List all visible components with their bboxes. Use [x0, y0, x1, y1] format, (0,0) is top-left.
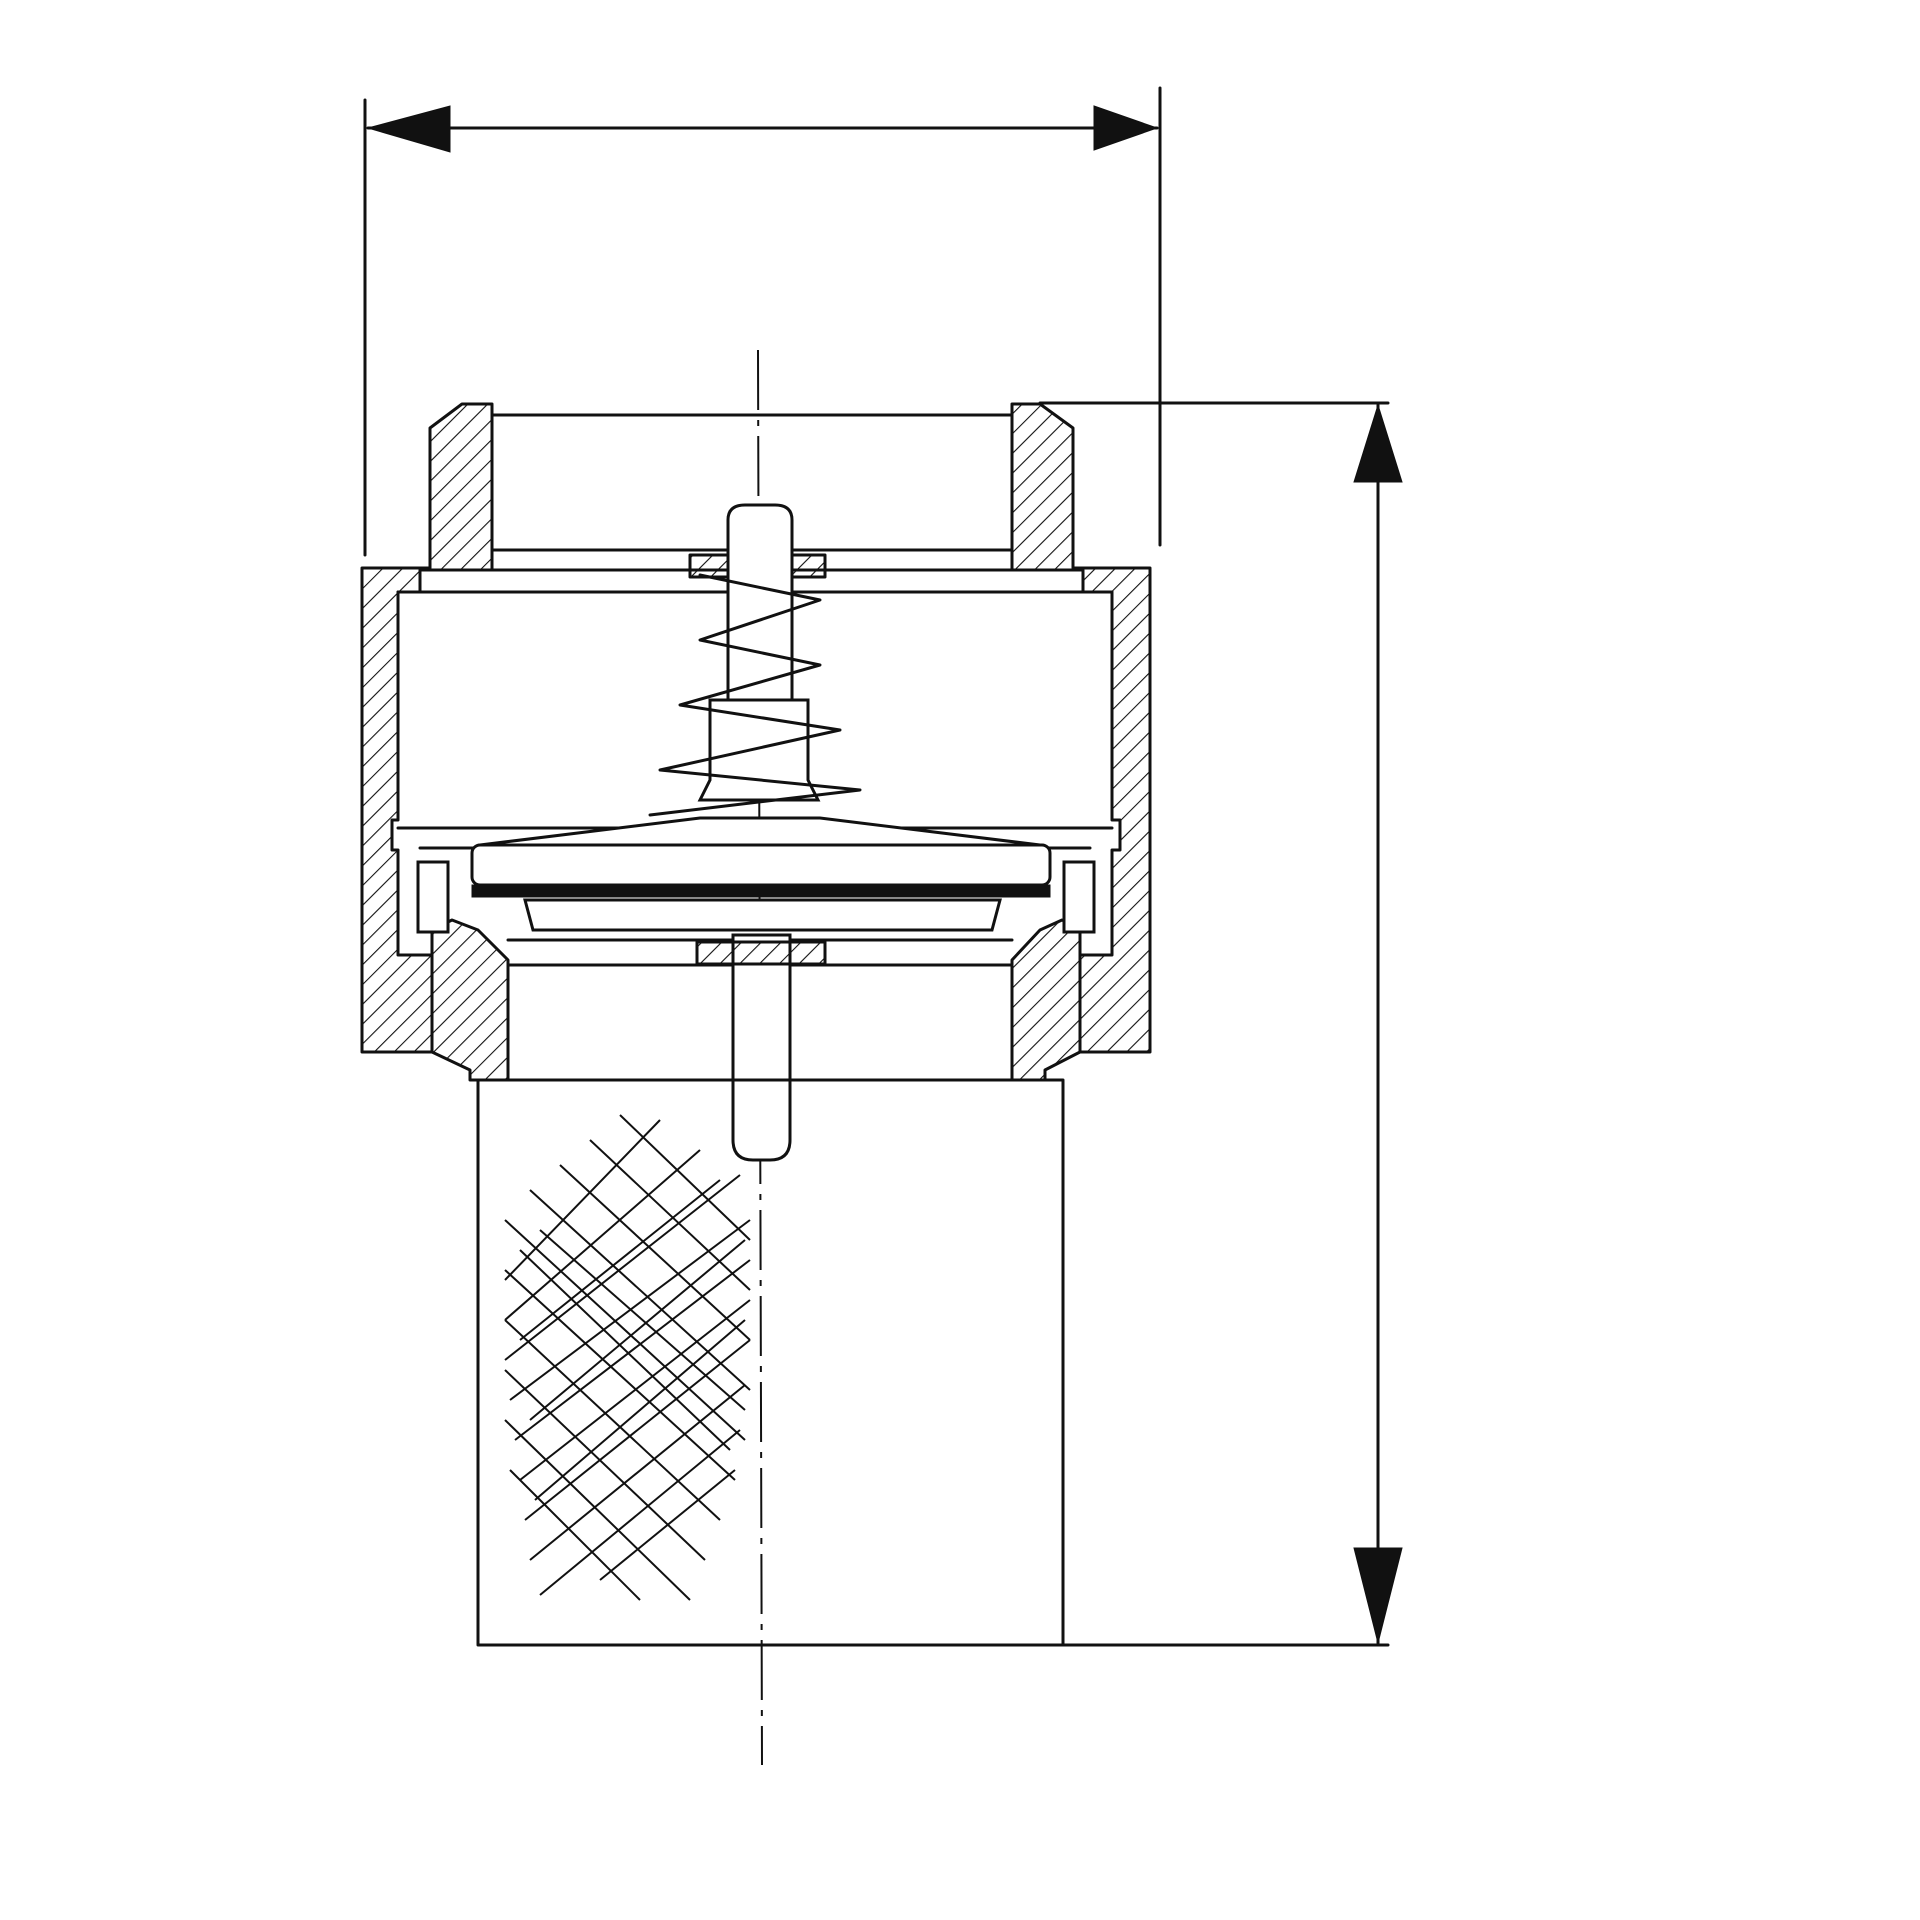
- gasket-left: [416, 860, 450, 934]
- width-arrow-left: [366, 105, 451, 153]
- gasket-right: [1062, 860, 1096, 934]
- stem-lower: [731, 933, 792, 1162]
- height-dimension: [1038, 401, 1403, 1647]
- seat-ring-left: [430, 918, 510, 1082]
- stem-upper: [726, 503, 794, 702]
- disc-cone: [479, 816, 1041, 847]
- strainer-mesh: [504, 1114, 751, 1601]
- valve-disc: [470, 816, 1052, 932]
- strainer-basket: [476, 1078, 1065, 1647]
- height-arrow-bottom: [1353, 1547, 1403, 1644]
- stem-guide-bottom: [695, 940, 827, 966]
- spring: [648, 573, 862, 817]
- disc-plate: [470, 843, 1052, 887]
- disc-seal: [471, 884, 1051, 898]
- valve-body: [360, 402, 1152, 1082]
- width-dimension: [363, 86, 1162, 557]
- disc-underside: [523, 898, 1002, 932]
- valve-stem: [648, 503, 862, 1162]
- height-arrow-top: [1353, 403, 1403, 483]
- stem-collar: [697, 698, 821, 802]
- seat-ring-right: [1010, 918, 1082, 1082]
- strainer-outline: [476, 1078, 1065, 1647]
- width-arrow-right: [1093, 105, 1159, 151]
